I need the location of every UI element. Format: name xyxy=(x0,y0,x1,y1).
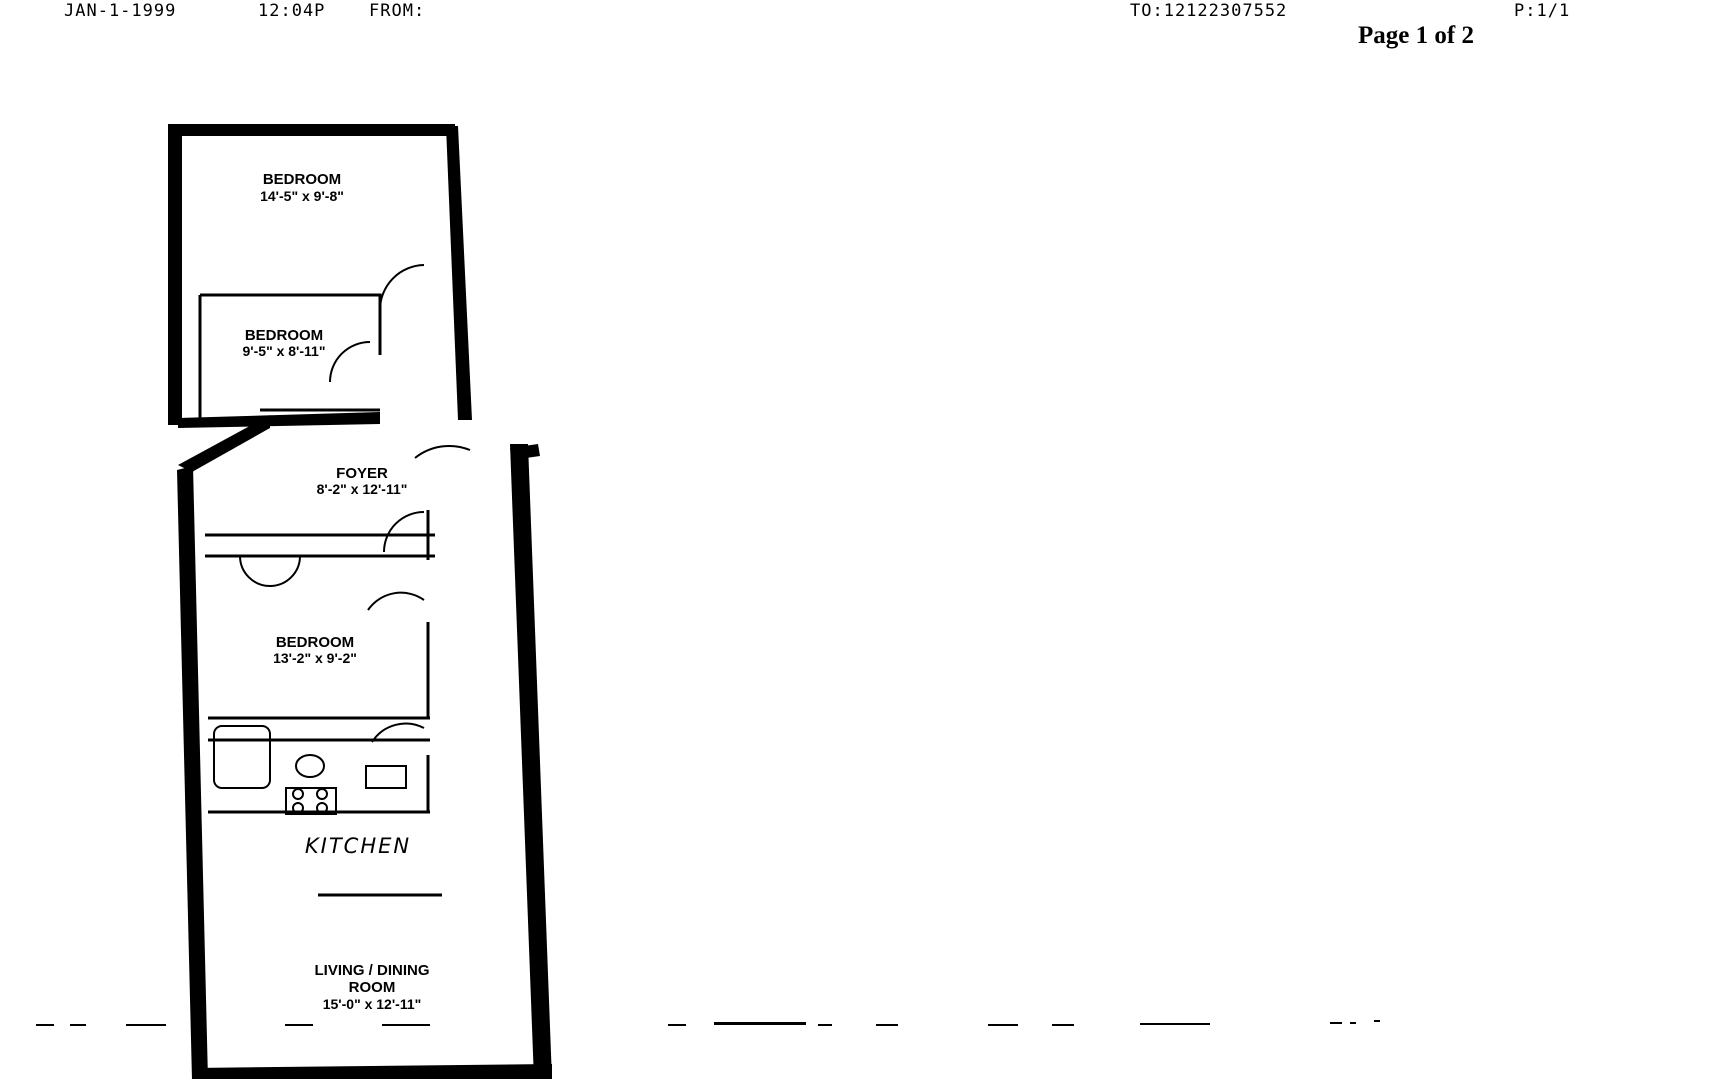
wall-lower-right xyxy=(510,444,552,1079)
wall-angled-left xyxy=(178,415,270,472)
interior-walls xyxy=(198,293,442,897)
exterior-walls xyxy=(168,124,552,1079)
door-swings xyxy=(239,264,471,743)
toilet xyxy=(295,754,325,778)
living-size: 15'-0" x 12'-11" xyxy=(323,996,422,1012)
foyer-name: FOYER xyxy=(336,465,388,482)
bedroom-3-size: 13'-2" x 9'-2" xyxy=(273,650,357,666)
page-count: Page 1 of 2 xyxy=(1358,22,1474,49)
sink xyxy=(365,765,407,789)
scan-artifact-line xyxy=(36,1020,1380,1026)
foyer-size: 8'-2" x 12'-11" xyxy=(317,481,408,497)
fax-to-number: TO:12122307552 xyxy=(1130,1,1288,21)
fax-from: FROM: xyxy=(369,1,426,21)
living-name-line1: LIVING / DINING xyxy=(314,962,429,979)
bedroom-1-size: 14'-5" x 9'-8" xyxy=(260,188,344,204)
room-labels: BEDROOM 14'-5" x 9'-8" BEDROOM 9'-5" x 8… xyxy=(243,171,430,1012)
bedroom-2-size: 9'-5" x 8'-11" xyxy=(243,343,326,359)
wall-bedroom2-bottom xyxy=(178,412,380,428)
wall-lower-left xyxy=(177,466,208,1079)
wall-bottom xyxy=(192,1064,552,1079)
fixtures xyxy=(213,725,407,815)
fax-time: 12:04P xyxy=(258,1,326,21)
wall-top-right xyxy=(446,126,472,420)
fax-date: JAN-1-1999 xyxy=(64,1,177,21)
stove xyxy=(285,787,337,815)
wall-top-left xyxy=(168,124,182,425)
bathtub xyxy=(213,725,271,789)
bedroom-2-name: BEDROOM xyxy=(245,327,323,344)
kitchen-name: KITCHEN xyxy=(305,834,411,858)
fax-page-indicator: P:1/1 xyxy=(1514,1,1571,21)
fax-header: JAN-1-1999 12:04P FROM: TO:12122307552 P… xyxy=(0,0,1728,24)
bedroom-1-name: BEDROOM xyxy=(263,171,341,188)
bedroom-3-name: BEDROOM xyxy=(276,634,354,651)
living-name-line2: ROOM xyxy=(349,979,396,996)
wall-top xyxy=(168,124,455,136)
